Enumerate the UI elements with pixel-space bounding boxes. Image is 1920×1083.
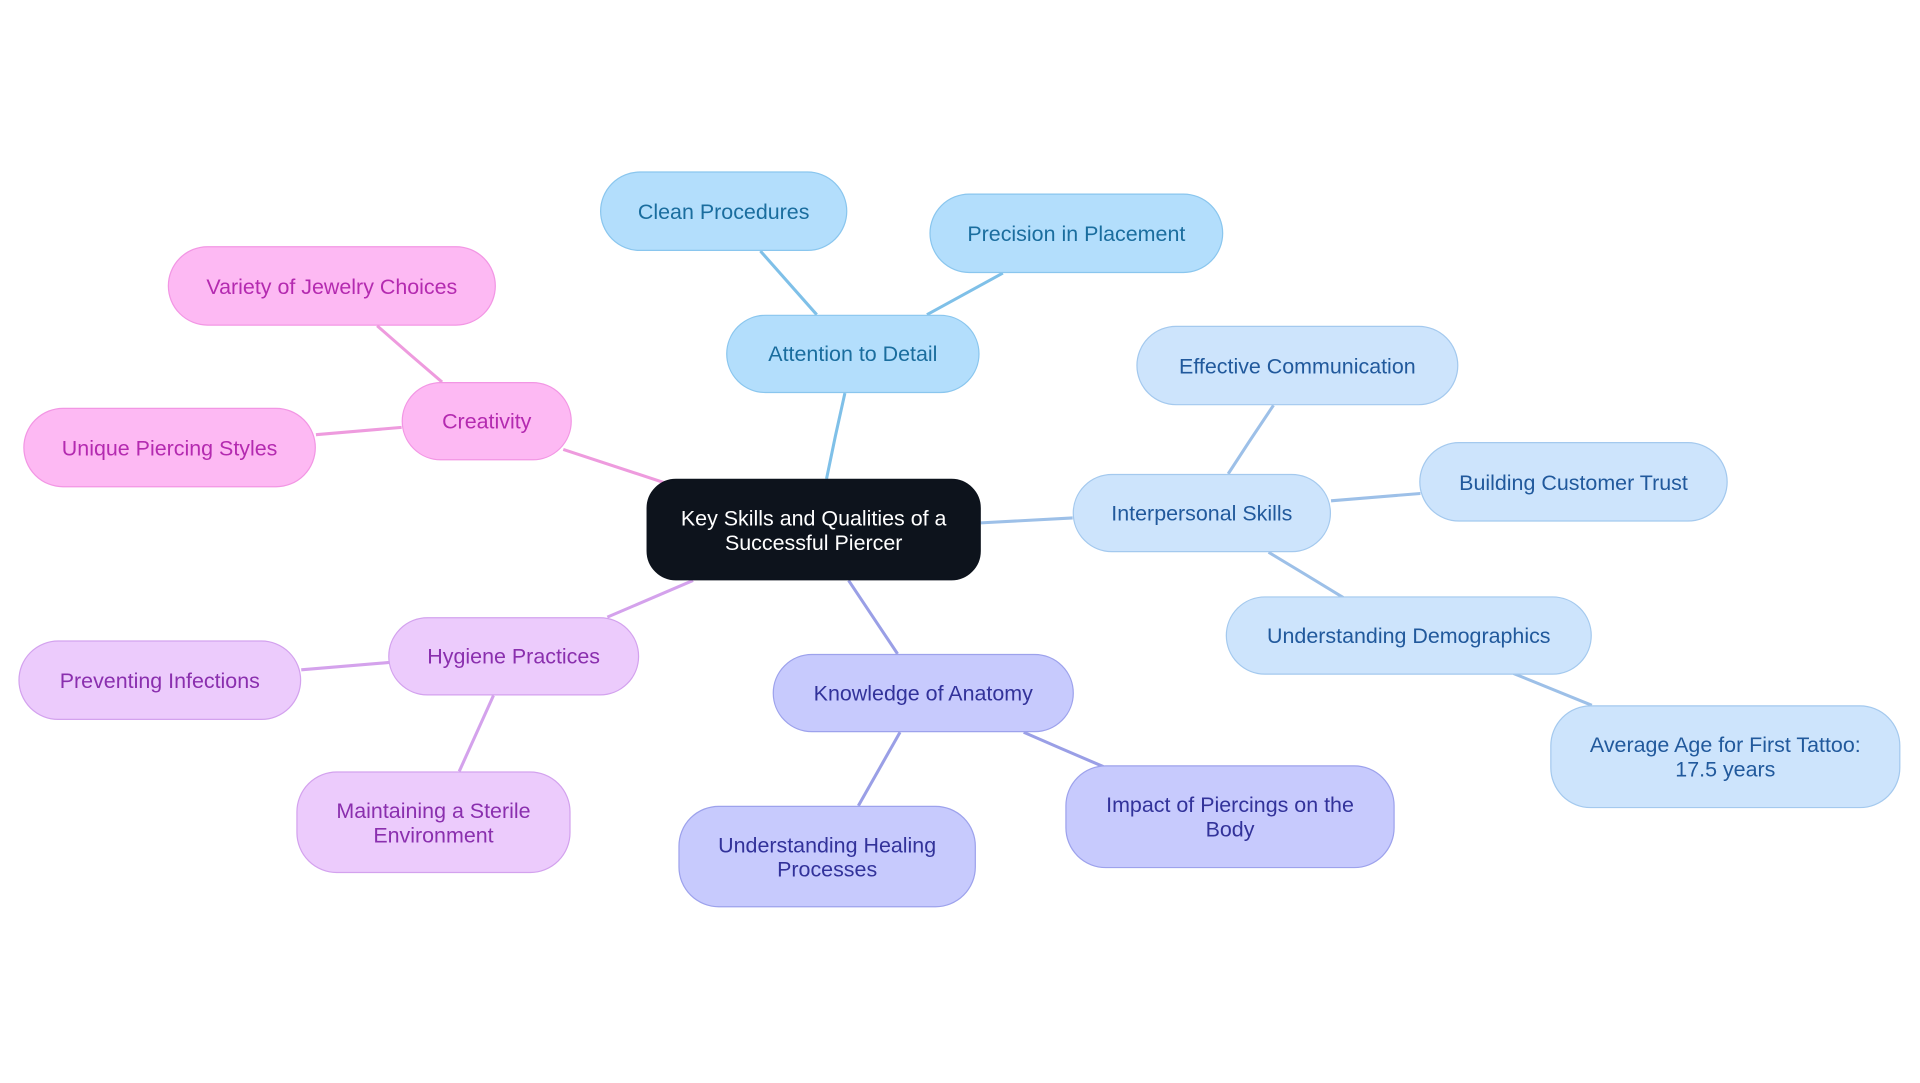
node-clean-procedures-label: Clean Procedures	[637, 198, 810, 224]
node-building-customer-trust[interactable]: Building Customer Trust	[1419, 442, 1728, 522]
node-variety-of-jewelry-choices-label: Variety of Jewelry Choices	[206, 273, 458, 299]
node-average-age-first-tattoo[interactable]: Average Age for First Tattoo: 17.5 years	[1550, 705, 1901, 809]
node-clean-procedures[interactable]: Clean Procedures	[600, 171, 848, 252]
node-average-age-first-tattoo-label: Average Age for First Tattoo: 17.5 years	[1589, 732, 1861, 782]
edge-root-interpersonal	[980, 516, 1073, 525]
edge-root-attention	[825, 392, 847, 480]
node-precision-in-placement[interactable]: Precision in Placement	[929, 193, 1224, 274]
node-understanding-healing-processes[interactable]: Understanding Healing Processes	[678, 805, 976, 908]
edge-attention-clean	[759, 250, 818, 316]
node-attention-to-detail[interactable]: Attention to Detail	[726, 314, 980, 394]
edge-hygiene-sterile	[457, 694, 495, 773]
node-knowledge-of-anatomy[interactable]: Knowledge of Anatomy	[772, 653, 1074, 733]
node-creativity-label: Creativity	[442, 408, 532, 434]
edge-interpersonal-trust	[1330, 491, 1421, 503]
edge-root-creativity	[562, 447, 668, 486]
node-preventing-infections[interactable]: Preventing Infections	[18, 640, 302, 721]
node-understanding-demographics[interactable]: Understanding Demographics	[1225, 596, 1592, 675]
node-understanding-demographics-label: Understanding Demographics	[1267, 623, 1551, 648]
edge-root-anatomy	[847, 579, 899, 655]
edge-attention-precision	[926, 271, 1004, 317]
node-interpersonal-skills-label: Interpersonal Skills	[1111, 500, 1293, 526]
node-unique-piercing-styles-label: Unique Piercing Styles	[61, 435, 278, 460]
node-maintaining-sterile-environment[interactable]: Maintaining a Sterile Environment	[296, 771, 571, 874]
node-impact-of-piercings[interactable]: Impact of Piercings on the Body	[1065, 765, 1395, 869]
root-node[interactable]: Key Skills and Qualities of a Successful…	[646, 478, 981, 581]
node-attention-to-detail-label: Attention to Detail	[768, 341, 938, 367]
edge-interpersonal-communication	[1226, 404, 1275, 475]
node-understanding-healing-processes-label: Understanding Healing Processes	[718, 832, 937, 882]
node-effective-communication[interactable]: Effective Communication	[1136, 325, 1459, 406]
edge-creativity-unique	[315, 425, 402, 437]
edge-root-hygiene	[606, 579, 694, 619]
node-knowledge-of-anatomy-label: Knowledge of Anatomy	[813, 680, 1033, 706]
node-unique-piercing-styles[interactable]: Unique Piercing Styles	[23, 407, 316, 488]
node-precision-in-placement-label: Precision in Placement	[967, 221, 1186, 246]
edge-interpersonal-demographics	[1267, 550, 1345, 599]
node-variety-of-jewelry-choices[interactable]: Variety of Jewelry Choices	[167, 246, 496, 326]
root-node-label: Key Skills and Qualities of a Successful…	[680, 505, 947, 555]
node-building-customer-trust-label: Building Customer Trust	[1459, 469, 1688, 495]
edge-anatomy-healing	[857, 731, 902, 807]
node-preventing-infections-label: Preventing Infections	[59, 667, 260, 693]
node-creativity[interactable]: Creativity	[401, 382, 572, 461]
edge-anatomy-impact	[1023, 730, 1104, 768]
node-maintaining-sterile-environment-label: Maintaining a Sterile Environment	[336, 797, 531, 847]
edge-hygiene-infections	[301, 660, 390, 672]
node-hygiene-practices[interactable]: Hygiene Practices	[388, 617, 640, 696]
edge-creativity-jewelry	[376, 324, 444, 384]
node-interpersonal-skills[interactable]: Interpersonal Skills	[1072, 473, 1332, 553]
edge-demographics-average-age	[1512, 672, 1593, 707]
node-impact-of-piercings-label: Impact of Piercings on the Body	[1106, 792, 1354, 842]
node-effective-communication-label: Effective Communication	[1179, 353, 1416, 378]
node-hygiene-practices-label: Hygiene Practices	[427, 644, 601, 669]
